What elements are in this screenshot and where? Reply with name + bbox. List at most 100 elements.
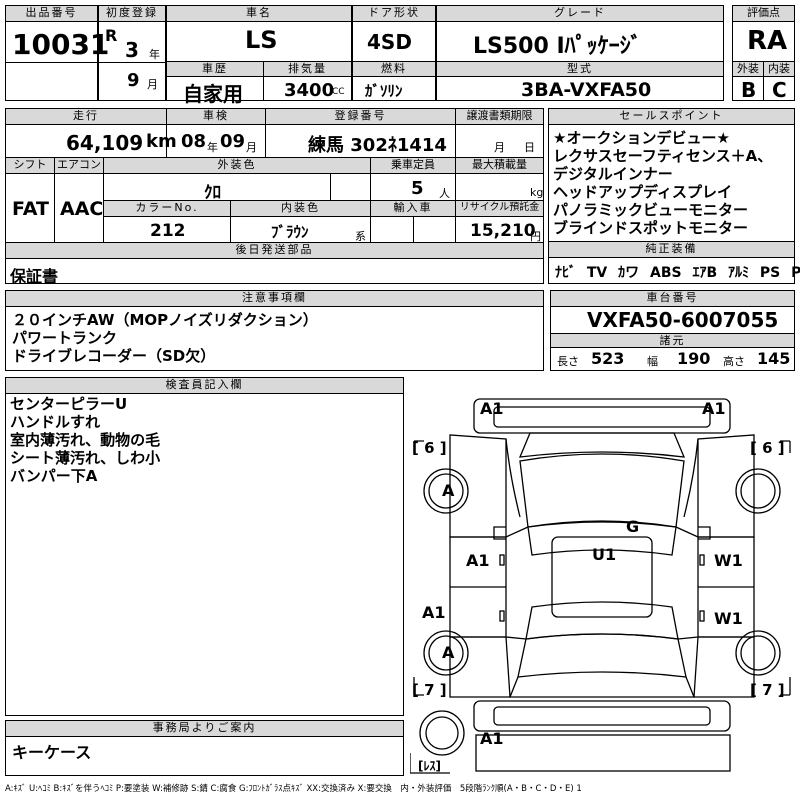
dims-header: 諸元: [551, 333, 794, 348]
fuel: ｶﾞｿﾘﾝ: [365, 82, 403, 100]
interior-grade: C: [772, 78, 787, 102]
shift: FAT: [12, 198, 49, 220]
lot-number-cell: 出品番号 10031: [5, 5, 109, 101]
fuel-header: 燃料: [353, 62, 435, 77]
mileage: 64,109: [66, 131, 144, 155]
capacity-unit: 人: [439, 187, 450, 200]
inspector-line: センターピラーU: [10, 395, 128, 413]
reg-year: 3: [125, 38, 139, 62]
door-cell: ドア形状 4SD: [352, 5, 436, 62]
sales-line: ブラインドスポットモニター: [553, 219, 749, 237]
equipment-panel: 純正装備 ﾅﾋﾞ TV ｶワ ABS ｴｱB ｱﾙﾐ PS PW: [548, 241, 800, 284]
grade-header: グレード: [437, 6, 723, 22]
office-note: キーケース: [12, 743, 92, 762]
damage-front-right: A1: [702, 399, 726, 418]
import-header: 輸入車: [371, 201, 455, 217]
spare-tire-label: [ﾚｽ]: [418, 759, 441, 773]
transfer-month-unit: 月: [494, 141, 505, 154]
equip-item: PS: [759, 265, 781, 281]
reg-era: R: [105, 26, 118, 45]
width: 190: [677, 349, 711, 368]
ac-cell: エアコン AAC: [54, 157, 104, 243]
transfer-header: 譲渡書類期限: [456, 109, 543, 125]
later-parts-cell: 後日発送部品 保証書: [5, 242, 544, 286]
repair-right-rear-door: W1: [714, 609, 743, 628]
shift-cell: シフト FAT: [5, 157, 55, 243]
inspection-year-unit: 年: [207, 141, 218, 154]
inspection-header: 車検: [167, 109, 265, 125]
inspector-line: バンパー下A: [10, 467, 98, 485]
damage-roof: U1: [592, 545, 617, 564]
exterior-color: ｸﾛ: [204, 183, 221, 203]
damage-rear-bumper: A1: [480, 729, 504, 748]
displacement: 3400: [284, 80, 335, 101]
equip-item: ｱﾙﾐ: [728, 265, 750, 281]
damage-rear-left: A1: [422, 603, 446, 622]
mileage-header: 走行: [6, 109, 166, 125]
height: 145: [757, 349, 791, 368]
reg-month: 9: [127, 70, 140, 91]
notes-panel: 注意事項欄 ２０インチAW（MOPノイズリダクション） パワートランク ドライブ…: [5, 290, 544, 371]
inspection-cell: 車検 08 年 09 月: [166, 108, 266, 158]
plate-cell: 登録番号 練馬 302ﾈ1414: [265, 108, 456, 158]
car-outline: [410, 398, 791, 774]
interior-grade-header: 内装: [764, 62, 794, 77]
color-no: 212: [150, 221, 186, 241]
model-code: 3BA-VXFA50: [521, 79, 652, 101]
damage-diagram: A1 A1 [ 6 ] [ 6 ] A G U1 A1 W1 W1 A1 A […: [410, 377, 795, 776]
reg-year-unit: 年: [149, 48, 160, 61]
grade-cell: グレード LS500 Iﾊﾟｯｹｰｼﾞ: [436, 5, 724, 62]
sales-points-header: セールスポイント: [549, 109, 794, 125]
width-label: 幅: [647, 355, 658, 368]
color-no-header: カラーNo.: [104, 201, 230, 217]
interior-color-suffix: 系: [355, 230, 366, 243]
score-header: 評価点: [733, 6, 794, 22]
color-header: 外装色: [104, 158, 370, 174]
first-registration-header: 初度登録: [99, 6, 165, 22]
grade: LS500 Iﾊﾟｯｹｰｼﾞ: [473, 34, 642, 59]
panel-seven-right: [ 7 ]: [750, 681, 785, 699]
inspector-line: ハンドルすれ: [10, 413, 101, 431]
lot-number: 10031: [12, 28, 110, 61]
capacity-cell: 乗車定員 5 人: [370, 157, 456, 201]
load-cell: 最大積載量 kg: [455, 157, 544, 201]
ac-header: エアコン: [55, 158, 103, 174]
first-registration-cell: 初度登録 R 3 年 9 月: [98, 5, 166, 101]
inspection-month-unit: 月: [246, 141, 257, 154]
plate-number: 練馬 302ﾈ1414: [308, 135, 447, 156]
inspector-line: シート薄汚れ、しわ小: [10, 449, 161, 467]
history: 自家用: [183, 82, 243, 106]
legend: A:ｷｽﾞ U:ﾍｺﾐ B:ｷｽﾞを伴うﾍｺﾐ P:要塗装 W:補修跡 S:錆 …: [5, 784, 582, 794]
lot-number-header: 出品番号: [6, 6, 97, 22]
car-name-cell: 車名 LS: [166, 5, 352, 62]
office-panel: 事務局よりご案内 キーケース: [5, 720, 404, 776]
height-label: 高さ: [723, 355, 745, 368]
exterior-grade: B: [741, 78, 757, 102]
exterior-grade-header: 外装: [733, 62, 763, 77]
sales-line: ヘッドアップディスプレイ: [553, 183, 732, 201]
car-name: LS: [245, 26, 278, 54]
panel-six-right: [ 6 ]: [750, 439, 785, 457]
transfer-day-unit: 日: [524, 141, 535, 154]
note-line: パワートランク: [12, 329, 118, 347]
ac: AAC: [60, 198, 104, 220]
recycle-cell: リサイクル預託金 15,210 円: [455, 200, 544, 243]
repair-right-front-door: W1: [714, 551, 743, 570]
later-parts-header: 後日発送部品: [6, 243, 543, 259]
chassis-number: VXFA50-6007055: [587, 308, 779, 332]
recycle-header: リサイクル預託金: [456, 201, 543, 217]
equip-item: ｴｱB: [692, 265, 718, 281]
notes-header: 注意事項欄: [6, 291, 543, 307]
equipment-header: 純正装備: [549, 242, 794, 258]
inspection-year: 08: [181, 131, 207, 152]
fuel-cell: 燃料 ｶﾞｿﾘﾝ: [352, 61, 436, 101]
chassis-panel: 車台番号 VXFA50-6007055 諸元 長さ 523 幅 190 高さ 1…: [550, 290, 795, 371]
score-cell: 評価点 RA: [732, 5, 795, 62]
interior-color-header: 内装色: [231, 201, 370, 217]
damage-glass: G: [626, 517, 640, 536]
shift-header: シフト: [6, 158, 54, 174]
displacement-unit: CC: [332, 87, 345, 97]
note-line: ドライブレコーダー（SD欠）: [12, 347, 216, 365]
chassis-header: 車台番号: [551, 291, 794, 307]
office-header: 事務局よりご案内: [6, 721, 403, 737]
